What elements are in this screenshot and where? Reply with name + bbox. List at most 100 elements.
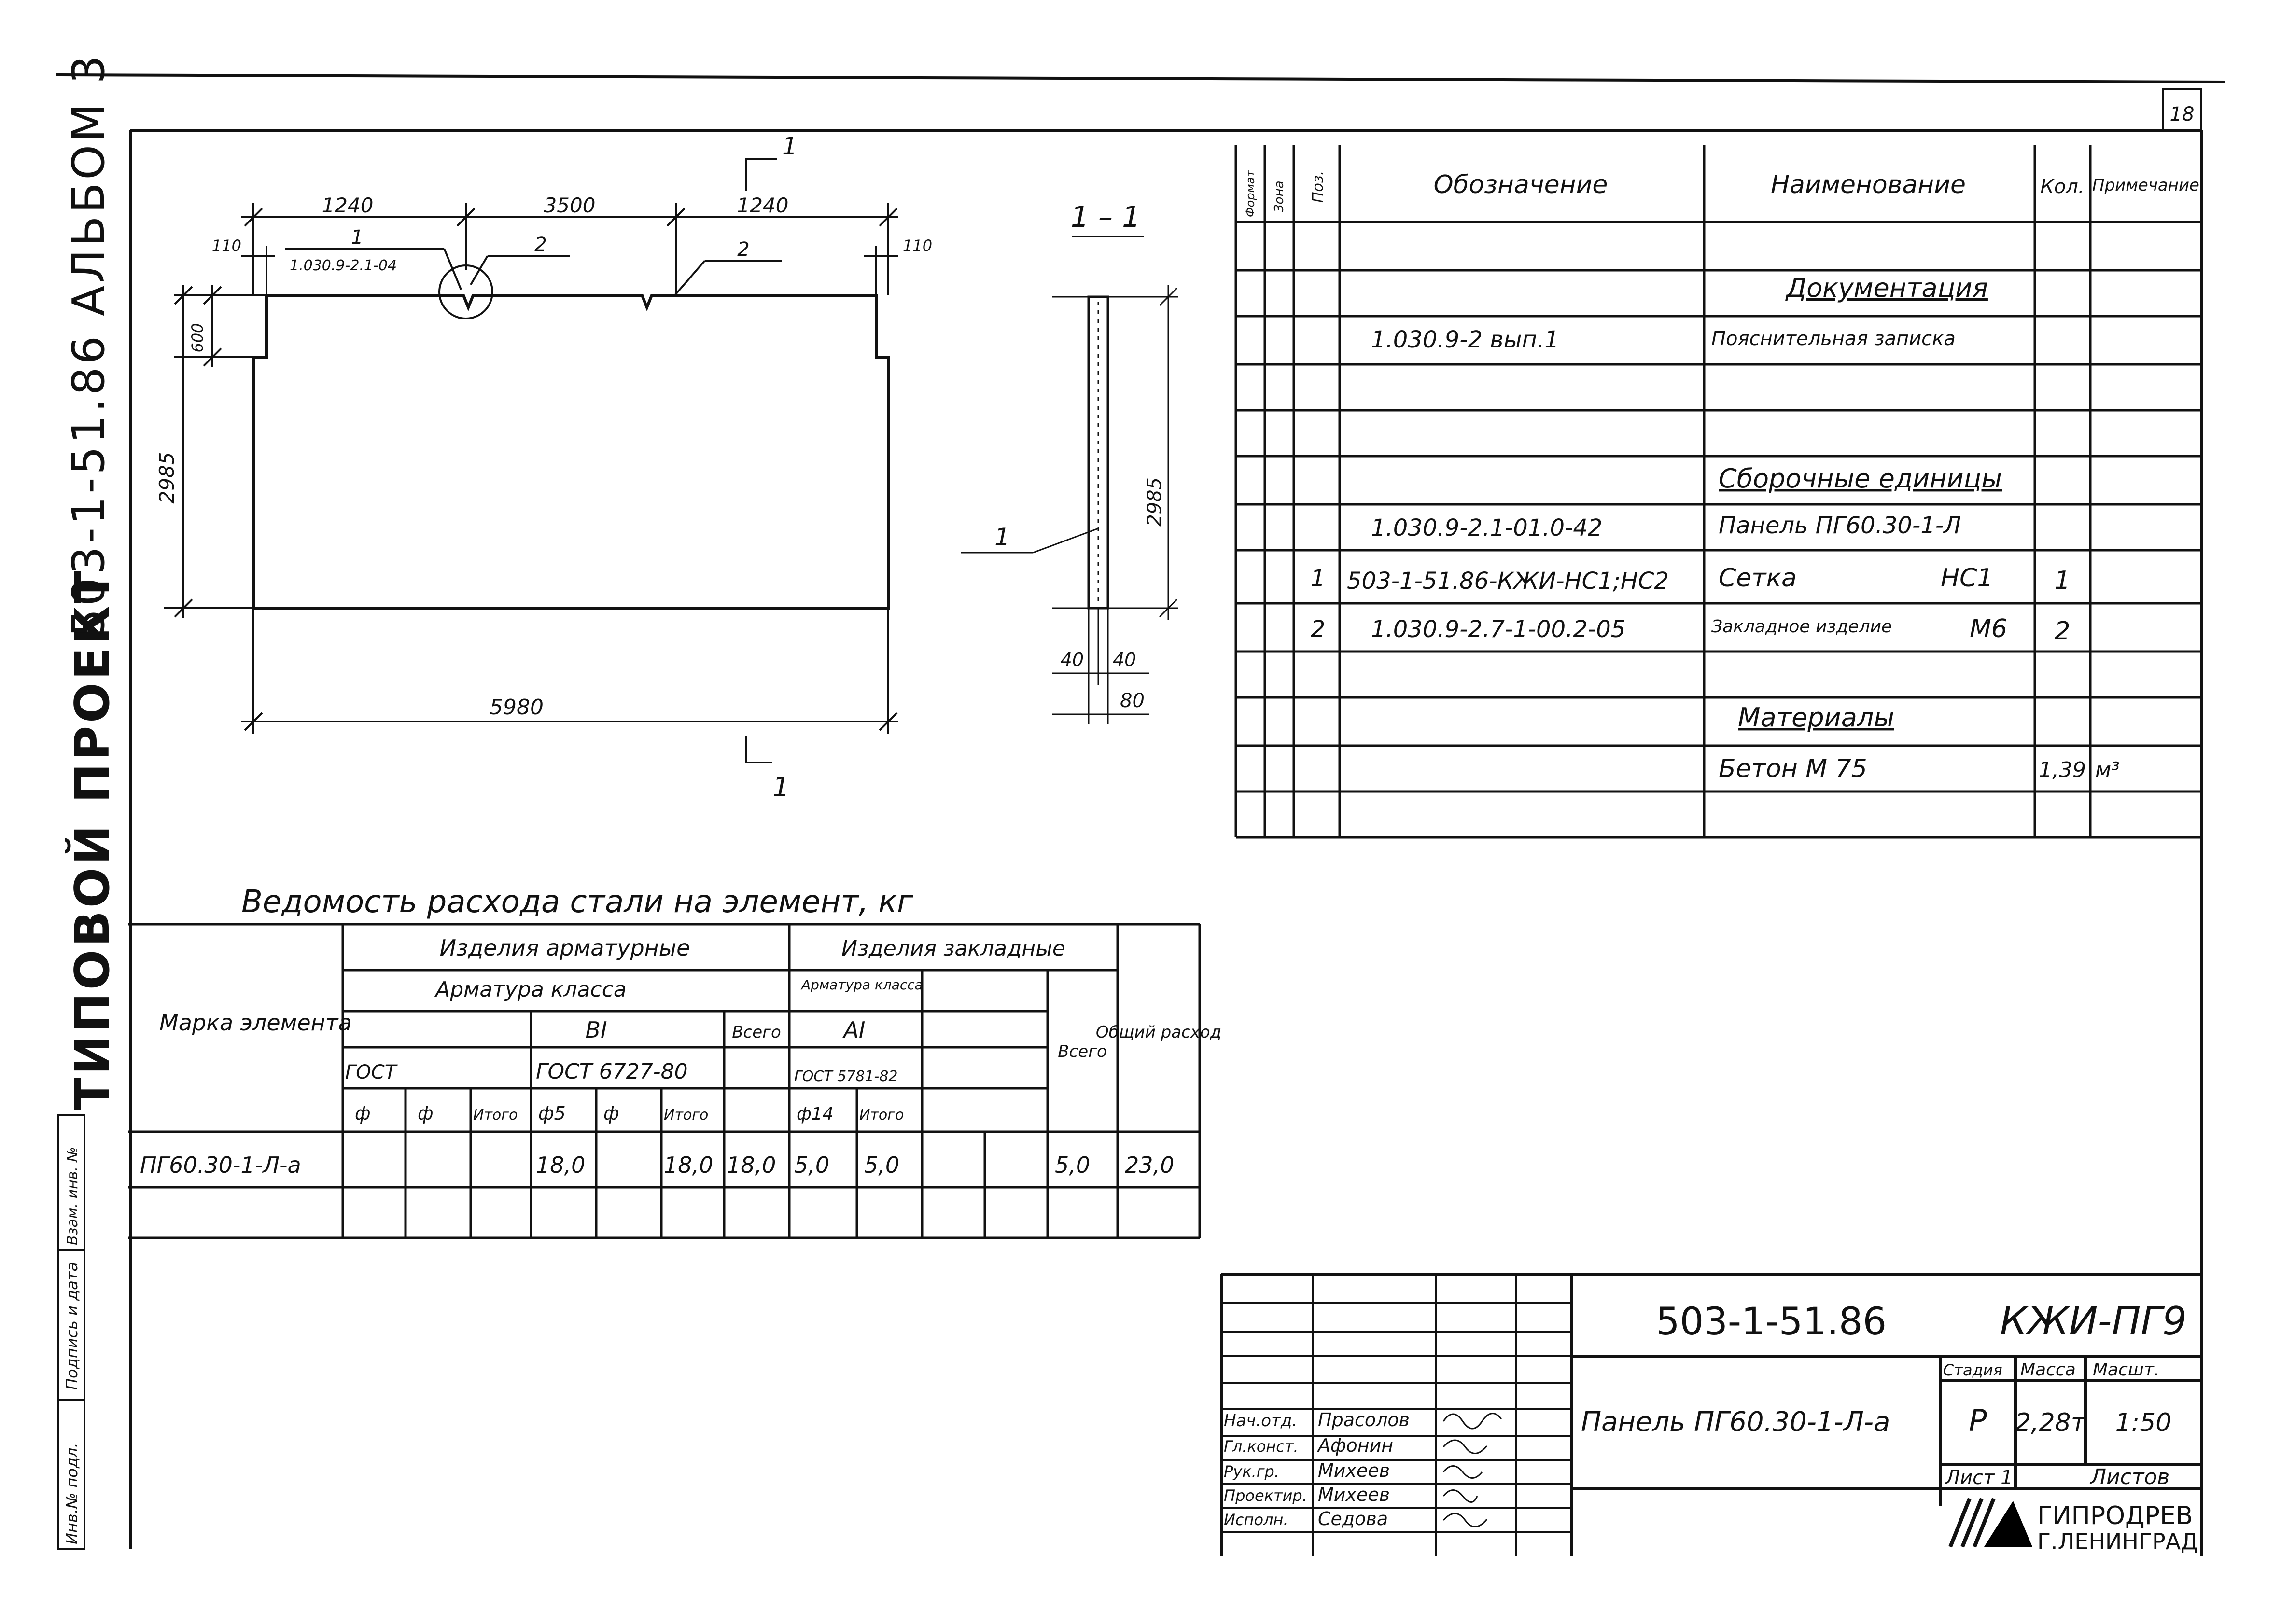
spec-row-concrete-unit: м³ xyxy=(2095,758,2120,782)
steel-header-itogo-1: Итого xyxy=(473,1107,518,1124)
role-4: Проектир. xyxy=(1224,1486,1307,1505)
side-stamp-sign: Подпись и дата xyxy=(63,1262,81,1390)
spec-row-mesh-qty: 1 xyxy=(2054,566,2070,595)
callout-2a: 2 xyxy=(534,234,546,256)
steel-header-total-embedded: Всего xyxy=(1058,1042,1107,1061)
title-block-stage-label: Стадия xyxy=(1943,1361,2002,1379)
spec-row-concrete-name: Бетон М 75 xyxy=(1719,754,1867,783)
role-5-name: Седова xyxy=(1318,1508,1388,1529)
section-thickness-dim: 80 xyxy=(1120,690,1145,712)
spec-row-panel-name: Панель ПГ60.30-1-Л xyxy=(1719,512,1961,539)
role-3-name: Михеев xyxy=(1318,1460,1390,1481)
section-callout-1: 1 xyxy=(994,523,1010,551)
role-1: Нач.отд. xyxy=(1224,1411,1297,1430)
section-dim-a: 40 xyxy=(1061,649,1084,670)
spec-row-embed-designation: 1.030.9-2.7-1-00.2-05 xyxy=(1371,616,1625,643)
title-block-code: 503-1-51.86 xyxy=(1656,1300,1887,1344)
side-stamp-inv: Инв.№ подл. xyxy=(63,1443,81,1544)
title-block-sheet: Лист 1 xyxy=(1945,1467,2013,1489)
elevation-dimension-lines xyxy=(164,158,898,763)
spec-row-concrete-qty: 1,39 xyxy=(2039,758,2086,782)
spec-row-doc-designation: 1.030.9-2 вып.1 xyxy=(1371,326,1559,353)
spec-section-documentation: Документация xyxy=(1785,273,1988,303)
title-block-sheets: Листов xyxy=(2089,1465,2169,1489)
steel-header-embedded-products: Изделия закладные xyxy=(841,936,1065,961)
steel-header-rebar-class: Арматура класса xyxy=(434,977,627,1002)
steel-row-phi14: 5,0 xyxy=(794,1152,829,1178)
spec-header-zone: Зона xyxy=(1272,180,1287,212)
steel-table-title: Ведомость расхода стали на элемент, кг xyxy=(241,884,913,920)
title-block-scale: 1:50 xyxy=(2115,1408,2172,1437)
title-block-title: Панель ПГ60.30-1-Л-а xyxy=(1581,1406,1890,1438)
spec-header-designation: Обозначение xyxy=(1434,170,1608,199)
steel-header-phi-1: ф xyxy=(355,1103,371,1124)
steel-header-rebar-class-small: Арматура класса xyxy=(800,977,923,993)
side-stamp-replace: Взам. инв. № xyxy=(64,1147,81,1245)
notch-callout-circle xyxy=(438,264,493,319)
signatures xyxy=(1442,1413,1502,1527)
dim-right-span: 1240 xyxy=(737,194,789,217)
title-block-roles-grid xyxy=(1221,1274,1571,1556)
dim-step-height: 600 xyxy=(188,323,207,352)
steel-header-phi-3: ф xyxy=(603,1103,619,1124)
spec-row-embed-pos: 2 xyxy=(1311,616,1326,643)
sheet-number: 18 xyxy=(2170,103,2195,125)
spec-row-doc-name: Пояснительная записка xyxy=(1711,328,1956,350)
spec-section-materials: Материалы xyxy=(1738,702,1894,733)
steel-row-total-rebar: 18,0 xyxy=(727,1152,776,1178)
spec-header-pos: Поз. xyxy=(1310,171,1327,203)
spec-row-embed-qty: 2 xyxy=(2054,617,2070,646)
steel-row-overall: 23,0 xyxy=(1125,1152,1174,1178)
steel-header-total: Всего xyxy=(732,1023,781,1042)
steel-row-phi5: 18,0 xyxy=(536,1152,585,1178)
steel-row-itogo-a1: 5,0 xyxy=(864,1152,899,1178)
title-block-stage: Р xyxy=(1969,1403,1987,1438)
dim-right-step: 110 xyxy=(903,236,932,255)
role-5: Исполн. xyxy=(1224,1511,1288,1529)
role-2-name: Афонин xyxy=(1316,1435,1393,1456)
spec-header-format: Формат xyxy=(1244,170,1257,217)
spec-row-mesh-name: Сетка xyxy=(1719,564,1797,593)
spec-header-name: Наименование xyxy=(1771,170,1966,199)
steel-header-gost: ГОСТ xyxy=(345,1061,398,1083)
steel-row-itogo-b1: 18,0 xyxy=(664,1152,713,1178)
org-name-line2: Г.ЛЕНИНГРАД xyxy=(2037,1528,2198,1555)
steel-header-class-a1: AI xyxy=(842,1017,865,1043)
steel-header-phi14: ф14 xyxy=(797,1104,834,1124)
steel-header-gost-6727: ГОСТ 6727-80 xyxy=(536,1059,688,1084)
steel-header-phi5: ф5 xyxy=(538,1103,566,1124)
steel-header-gost-5781: ГОСТ 5781-82 xyxy=(794,1068,897,1085)
role-4-name: Михеев xyxy=(1318,1484,1390,1505)
role-1-name: Прасолов xyxy=(1318,1409,1410,1430)
dim-left-step: 110 xyxy=(212,236,241,255)
section-height-dim: 2985 xyxy=(1144,477,1166,527)
callout-1: 1 xyxy=(351,226,363,249)
side-series-label: 503-1-51.86 АЛЬБОМ 3 xyxy=(63,53,114,637)
side-stamp xyxy=(57,1114,85,1550)
section-view xyxy=(961,285,1178,724)
steel-header-overall: Общий расход xyxy=(1096,1023,1221,1042)
panel-elevation xyxy=(252,294,890,610)
section-title: 1 – 1 xyxy=(1071,200,1141,234)
spec-row-mesh-pos: 1 xyxy=(1311,565,1326,592)
steel-header-mark: Марка элемента xyxy=(159,1010,352,1036)
spec-header-note: Примечание xyxy=(2092,176,2199,195)
spec-row-embed-mark: М6 xyxy=(1970,614,2007,643)
spec-row-mesh-mark: НС1 xyxy=(1941,564,1993,593)
org-name-line1: ГИПРОДРЕВ xyxy=(2037,1501,2193,1530)
dim-left-span: 1240 xyxy=(322,194,374,217)
steel-header-itogo-3: Итого xyxy=(859,1107,904,1124)
title-block-sheet-code: КЖИ-ПГ9 xyxy=(2000,1299,2187,1344)
section-cut-bottom-label: 1 xyxy=(772,772,790,803)
steel-table-grid xyxy=(128,923,1201,1239)
spec-section-assemblies: Сборочные единицы xyxy=(1719,463,2002,494)
callout-2b: 2 xyxy=(737,238,749,261)
steel-row-total-embedded: 5,0 xyxy=(1055,1152,1090,1178)
org-logo xyxy=(1948,1498,2032,1548)
dim-mid-span: 3500 xyxy=(544,194,596,217)
side-type-label: ТИПОВОЙ ПРОЕКТ xyxy=(65,568,120,1110)
role-2: Гл.конст. xyxy=(1224,1437,1299,1456)
spec-row-embed-name: Закладное изделие xyxy=(1711,617,1892,637)
section-cut-top-label: 1 xyxy=(782,132,798,160)
